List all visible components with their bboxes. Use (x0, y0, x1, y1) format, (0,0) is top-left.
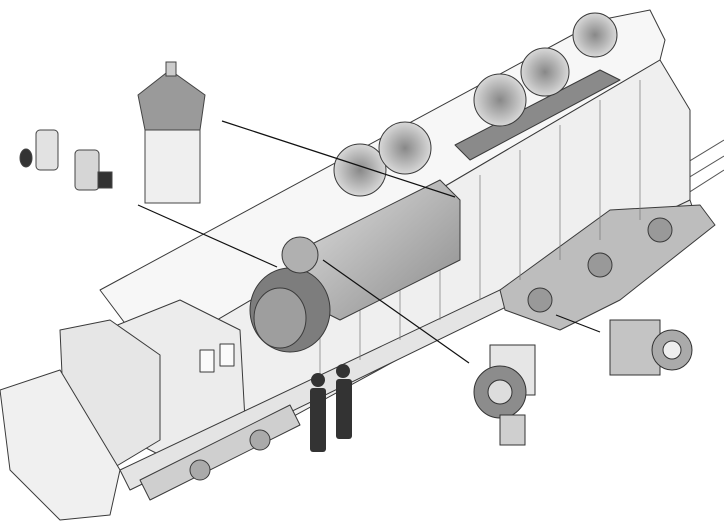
wheel (647, 217, 673, 243)
cooling-fan (333, 143, 387, 197)
valves (19, 129, 113, 191)
callout-line-compressor (221, 120, 456, 198)
callout-line-traction-motor (555, 314, 601, 333)
wheel (249, 429, 271, 451)
traction-motor (609, 319, 693, 376)
callout-line-valves (137, 204, 278, 268)
air-compressor (137, 61, 206, 204)
locomotive-body (0, 9, 716, 521)
front-truck (139, 404, 301, 501)
cab-window (219, 343, 235, 367)
callout-lines (137, 120, 601, 364)
wheel (527, 287, 553, 313)
cooling-fan (378, 121, 432, 175)
wheel (587, 252, 613, 278)
alternator-ring (281, 236, 319, 274)
turbocharger (473, 344, 536, 446)
workers (310, 364, 352, 452)
worker-head (311, 373, 325, 387)
main-generator-face (253, 287, 307, 349)
callout-line-turbocharger (322, 259, 470, 364)
worker-body (336, 379, 352, 439)
worker-head (336, 364, 350, 378)
wheel (189, 459, 211, 481)
cooling-fan (473, 73, 527, 127)
front-pilot (0, 369, 121, 521)
cooling-fan (572, 12, 618, 58)
cooling-fan (520, 47, 570, 97)
worker-body (310, 388, 326, 452)
cab-window (199, 349, 215, 373)
